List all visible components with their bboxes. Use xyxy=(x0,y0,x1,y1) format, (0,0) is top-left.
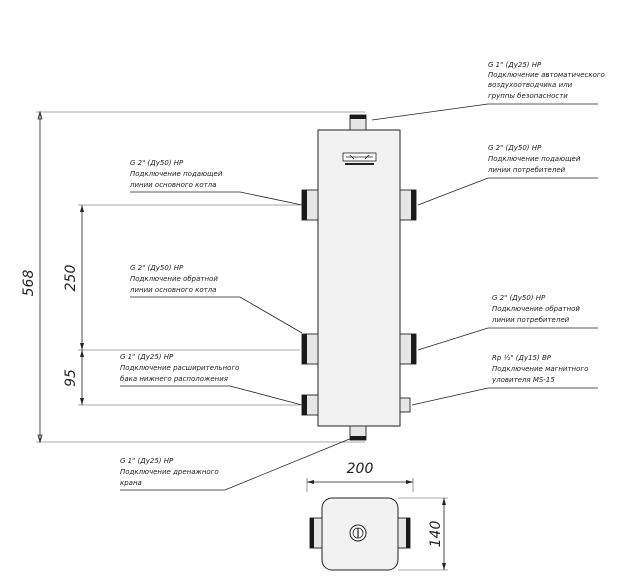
separator-body xyxy=(317,129,401,427)
callout-consumer-supply-line-1: G 2" (Ду50) НР xyxy=(488,144,542,152)
callout-consumer-supply-line-2: Подключение подающей xyxy=(488,155,581,163)
callout-boiler-return-line-2: Подключение обратной xyxy=(130,275,218,283)
boiler-return-nozzle xyxy=(301,333,319,365)
callout-consumer-return: G 2" (Ду50) НР Подключение обратной лини… xyxy=(491,294,580,324)
callout-air-vent-line-1: G 1" (Ду25) НР xyxy=(488,61,542,69)
dimension-total-height: 568 xyxy=(21,110,365,444)
callout-consumer-return-line-3: линии потребителей xyxy=(491,316,570,324)
callout-boiler-supply: G 2" (Ду50) НР Подключение подающей лини… xyxy=(129,159,223,189)
callout-air-vent-line-2: Подключение автоматического xyxy=(488,71,605,79)
plan-view: 200 140 xyxy=(306,461,448,571)
leader-lines xyxy=(120,103,598,491)
dim-250-label: 250 xyxy=(63,265,79,292)
callout-air-vent-line-3: воздухоотводчика или xyxy=(488,81,573,89)
callout-expansion-tank-line-3: бака нижнего расположения xyxy=(120,375,228,383)
callout-magnetic-trap-line-1: Rp ½" (Ду15) ВР xyxy=(492,354,552,362)
callout-drain-line-2: Подключение дренажного xyxy=(120,468,219,476)
callout-consumer-supply: G 2" (Ду50) НР Подключение подающей лини… xyxy=(487,144,581,174)
callout-expansion-tank: G 1" (Ду25) НР Подключение расширительно… xyxy=(120,353,239,383)
callout-boiler-return-line-3: линии основного котла xyxy=(129,286,216,294)
boiler-supply-nozzle xyxy=(301,189,319,221)
callout-consumer-supply-line-3: линии потребителей xyxy=(487,166,566,174)
callout-magnetic-trap-line-3: уловителя MS-15 xyxy=(491,376,555,384)
top-nozzle-icon xyxy=(349,524,367,542)
callout-consumer-return-line-1: G 2" (Ду50) НР xyxy=(492,294,546,302)
expansion-tank-nozzle xyxy=(301,394,319,416)
consumer-return-nozzle xyxy=(399,333,417,365)
consumer-supply-nozzle xyxy=(399,189,417,221)
callout-drain-line-1: G 1" (Ду25) НР xyxy=(120,457,174,465)
callout-expansion-tank-line-2: Подключение расширительного xyxy=(120,364,239,372)
dim-140-label: 140 xyxy=(428,521,444,548)
magnetic-trap-nozzle xyxy=(399,397,411,413)
callout-boiler-supply-line-2: Подключение подающей xyxy=(130,170,223,178)
dim-95-label: 95 xyxy=(63,369,79,387)
callout-air-vent: G 1" (Ду25) НР Подключение автоматическо… xyxy=(488,61,605,100)
callout-boiler-return: G 2" (Ду50) НР Подключение обратной лини… xyxy=(129,264,218,294)
callout-drain-line-3: крана xyxy=(120,479,142,487)
dim-568-label: 568 xyxy=(21,270,37,297)
callout-magnetic-trap-line-2: Подключение магнитного xyxy=(492,365,588,373)
callout-boiler-supply-line-3: линии основного котла xyxy=(129,181,216,189)
logo-plate-icon xyxy=(342,152,377,165)
callout-boiler-return-line-1: G 2" (Ду50) НР xyxy=(130,264,184,272)
callout-boiler-supply-line-1: G 2" (Ду50) НР xyxy=(130,159,184,167)
callout-drain: G 1" (Ду25) НР Подключение дренажного кр… xyxy=(120,457,219,487)
dim-200-label: 200 xyxy=(347,461,374,477)
callout-magnetic-trap: Rp ½" (Ду15) ВР Подключение магнитного у… xyxy=(491,354,588,384)
callout-expansion-tank-line-1: G 1" (Ду25) НР xyxy=(120,353,174,361)
callout-consumer-return-line-2: Подключение обратной xyxy=(492,305,580,313)
air-vent-nozzle xyxy=(349,114,367,131)
dimension-spacing: 250 95 xyxy=(63,204,300,406)
drain-nozzle xyxy=(349,425,367,441)
callout-air-vent-line-4: группы безопасности xyxy=(488,92,568,100)
